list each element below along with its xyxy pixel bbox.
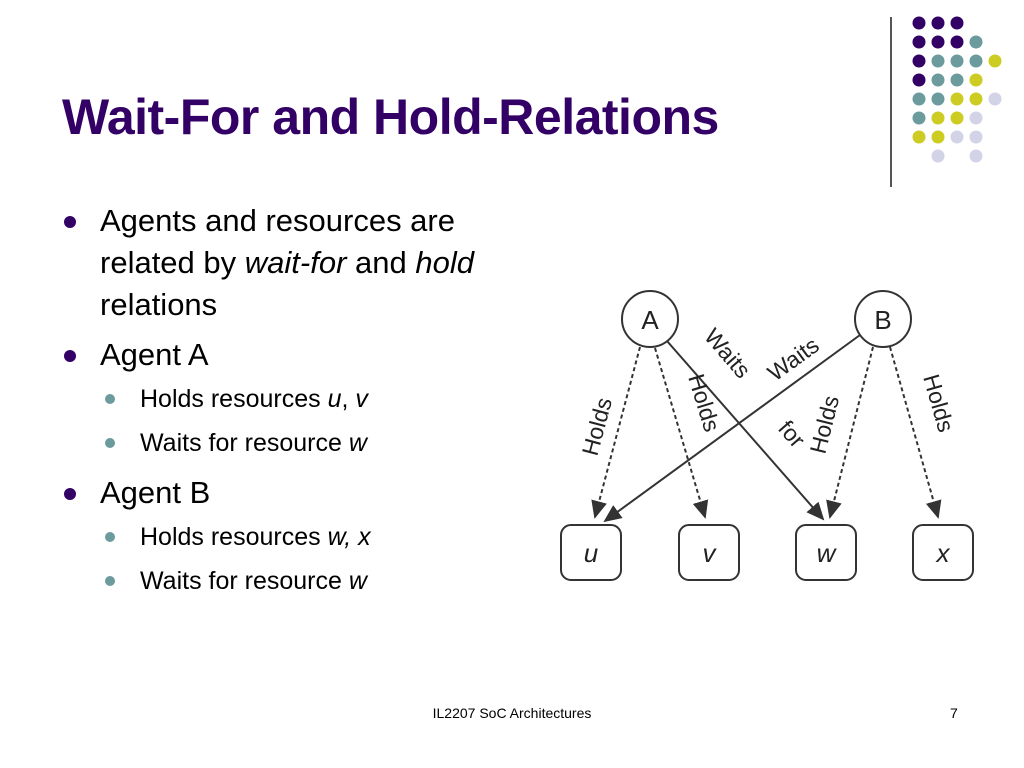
label-b-holds-x: Holds xyxy=(918,371,959,435)
resource-w-node: w xyxy=(795,524,857,581)
label-a-holds-u: Holds xyxy=(577,395,617,459)
edge-b-holds-w xyxy=(826,346,874,519)
agent-a-node: A xyxy=(621,290,679,348)
wait-for-hold-diagram: A B u v w x Holds Holds Waits for Waits … xyxy=(560,290,974,581)
agent-b-label: B xyxy=(874,305,891,335)
resource-v-label: v xyxy=(703,538,718,568)
agent-a-label: A xyxy=(641,305,659,335)
bullet-agent-a: Agent A Holds resources u, v Waits for r… xyxy=(60,334,540,464)
edge-a-waits-w xyxy=(666,340,825,521)
agent-b-node: B xyxy=(854,290,912,348)
bullet-agent-b: Agent B Holds resources w, x Waits for r… xyxy=(60,472,540,602)
edge-b-waits-u xyxy=(603,334,861,523)
decorative-dot-grid xyxy=(912,16,1002,163)
page-number: 7 xyxy=(950,705,958,721)
divider-line xyxy=(890,17,892,187)
resource-x-node: x xyxy=(912,524,974,581)
edge-a-holds-u xyxy=(591,346,641,519)
footer-text: IL2207 SoC Architectures xyxy=(432,705,592,721)
resource-u-node: u xyxy=(560,524,622,581)
edge-b-holds-x xyxy=(889,346,942,519)
label-a-holds-v: Holds xyxy=(683,371,725,435)
resource-x-label: x xyxy=(935,538,951,568)
bullet-list: Agents and resources are related by wait… xyxy=(60,200,540,610)
label-b-waits: Waits xyxy=(763,332,824,386)
sub-bullet-b-holds: Holds resources w, x xyxy=(60,516,540,558)
edge-a-holds-v xyxy=(654,347,709,519)
resource-u-label: u xyxy=(584,538,598,568)
slide-title: Wait-For and Hold-Relations xyxy=(62,89,719,145)
resource-v-node: v xyxy=(678,524,740,581)
sub-bullet-a-holds: Holds resources u, v xyxy=(60,378,540,420)
bullet-relations: Agents and resources are related by wait… xyxy=(60,200,540,326)
label-b-holds-w: Holds xyxy=(805,393,844,456)
sub-bullet-b-waits: Waits for resource w xyxy=(60,560,540,602)
sub-bullet-a-waits: Waits for resource w xyxy=(60,422,540,464)
resource-w-label: w xyxy=(817,538,838,568)
